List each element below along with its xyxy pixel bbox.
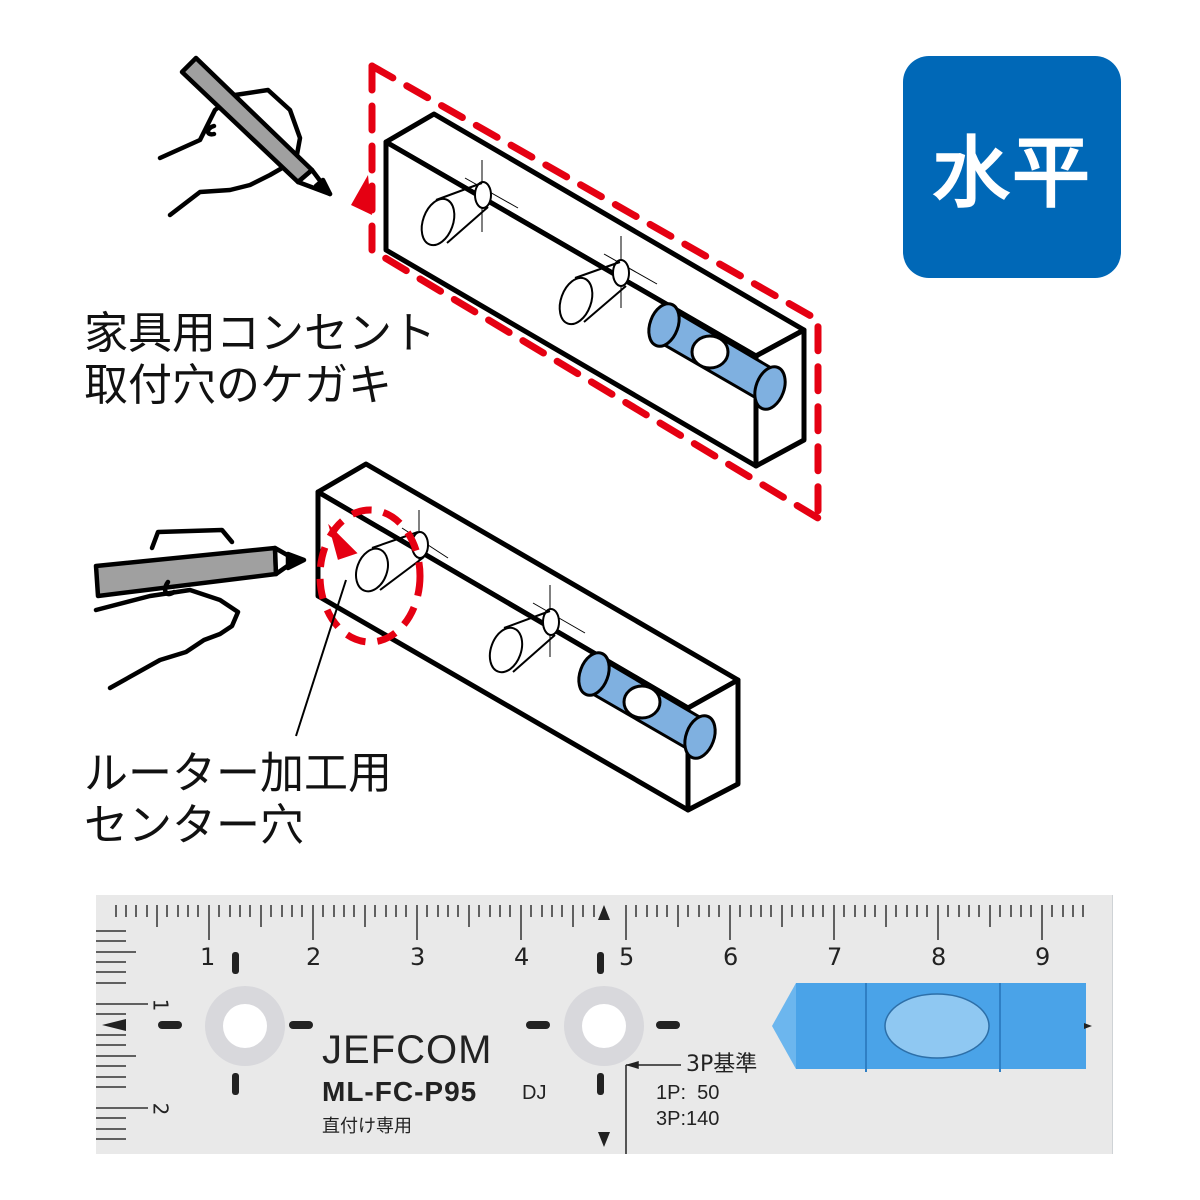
mounting-hole-2: [564, 986, 644, 1066]
red-arrow-icon: [328, 523, 358, 560]
caption-marking-line2: 取付穴のケガキ: [84, 360, 392, 411]
caption-router-line1: ルーター加工用: [84, 748, 392, 799]
level-ruler-photo: 1 2 3 4 5 6 7 8 9 1 2: [96, 895, 1113, 1154]
screw-hole-bottom-1: [355, 510, 449, 593]
leader-line: [295, 579, 347, 737]
screw-hole-top-1: [420, 160, 519, 247]
model-number: ML-FC-P95: [322, 1076, 478, 1107]
ruler-number-9: 9: [1035, 943, 1051, 971]
center-mark-bottom-icon: [598, 1132, 610, 1147]
center-mark-top-icon: [598, 905, 610, 920]
ruler-top-ticks: [115, 905, 1084, 940]
ruler-side-ticks: [96, 930, 148, 1140]
side-triangle-marker-icon: [102, 1019, 126, 1031]
ruler-graphics: [96, 905, 1092, 1154]
ruler-number-4: 4: [514, 943, 530, 971]
bubble-vial-bottom: [577, 651, 717, 760]
badge-label: 水平: [931, 129, 1092, 219]
caption-router-line2: センター穴: [84, 800, 304, 851]
model-suffix: DJ: [522, 1082, 547, 1104]
ruler-number-2: 2: [306, 943, 322, 971]
mounting-hole-1: [205, 986, 285, 1066]
screw-hole-bottom-2: [488, 585, 586, 674]
bubble-vial-top: [647, 302, 787, 411]
crosshair-marks: [158, 952, 680, 1095]
highlight-circle-dashed: [316, 506, 424, 646]
ruler-number-1: 1: [200, 943, 216, 971]
caption-marking-line1: 家具用コンセント: [84, 308, 436, 359]
reference-line: [625, 1060, 681, 1154]
ruler-number-5: 5: [619, 943, 635, 971]
horizontal-badge: 水平: [903, 56, 1121, 278]
ruler-number-3: 3: [410, 943, 426, 971]
ruler-side-number-2: 2: [148, 1102, 173, 1116]
hand-with-pencil-bottom: [93, 527, 307, 691]
screw-hole-top-2: [558, 236, 658, 326]
ruler-number-7: 7: [827, 943, 843, 971]
ruler-number-8: 8: [931, 943, 947, 971]
bubble-vial-photo: [772, 983, 1092, 1072]
spec-1p: 1P: 50: [656, 1082, 720, 1104]
ruler-number-6: 6: [723, 943, 739, 971]
ruler-side-number-1: 1: [148, 998, 173, 1012]
spec-3p: 3P:140: [656, 1108, 720, 1130]
marking-outline-dashed: [368, 62, 822, 522]
direct-mount-note: 直付け専用: [322, 1116, 412, 1137]
caption-router-center: ルーター加工用 センター穴: [84, 748, 392, 852]
red-arrow-icon: [351, 175, 372, 215]
caption-marking: 家具用コンセント 取付穴のケガキ: [84, 308, 436, 412]
hand-with-pencil-top: [157, 55, 333, 218]
reference-label: 3P基準: [686, 1052, 758, 1077]
brand-label: JEFCOM: [322, 1028, 493, 1072]
level-block-top: [383, 111, 807, 469]
